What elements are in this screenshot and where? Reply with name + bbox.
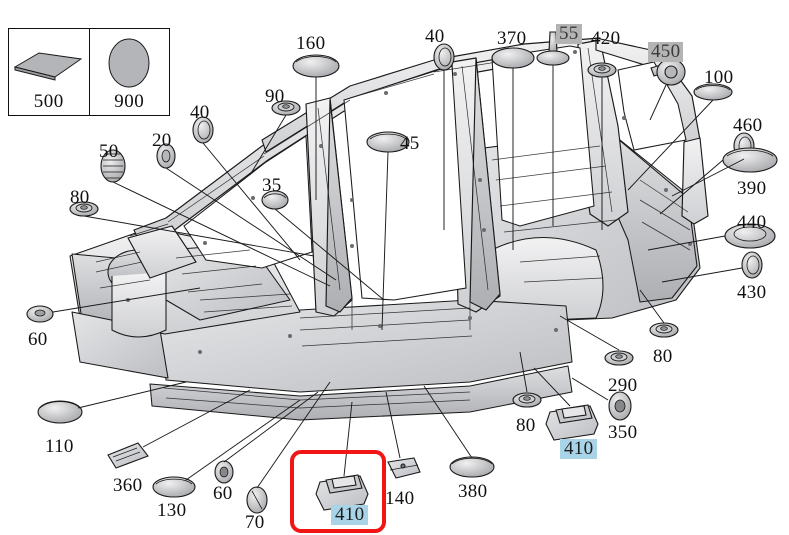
part-icon-80-mid (512, 392, 542, 408)
callout-20: 20 (152, 130, 172, 151)
part-icon-160 (292, 54, 340, 78)
part-icon-360 (107, 442, 149, 469)
callout-50: 50 (99, 141, 119, 162)
callout-60-left: 60 (28, 329, 48, 350)
callout-60-bottom: 60 (213, 483, 233, 504)
legend-cell-500: 500 (9, 29, 89, 115)
callout-40-left: 40 (190, 102, 210, 123)
legend-number-900: 900 (114, 91, 145, 112)
callout-410-left: 410 (331, 505, 369, 525)
highlight-frame-410 (290, 450, 386, 533)
callout-460: 460 (733, 115, 763, 136)
part-icon-80-right (649, 322, 679, 338)
callout-360: 360 (113, 475, 143, 496)
callout-440: 440 (737, 212, 767, 233)
part-icon-460 (733, 132, 755, 160)
part-icon-130 (152, 476, 196, 498)
legend-shape-flat-pad (13, 52, 83, 81)
callout-410-right: 410 (560, 439, 598, 459)
callout-45: 45 (400, 133, 420, 154)
callout-80-left: 80 (70, 187, 90, 208)
leader-lines (52, 65, 745, 489)
part-icon-390 (722, 147, 778, 173)
callout-80-mid: 80 (516, 415, 536, 436)
legend-number-500: 500 (33, 91, 64, 112)
callout-35: 35 (262, 175, 282, 196)
part-icon-380 (449, 456, 495, 478)
callout-55: 55 (556, 24, 582, 44)
callout-160: 160 (296, 33, 326, 54)
callout-370: 370 (497, 28, 527, 49)
callout-390: 390 (737, 178, 767, 199)
part-icon-420 (587, 62, 617, 78)
callout-130: 130 (157, 500, 187, 521)
callout-140: 140 (385, 488, 415, 509)
callout-290: 290 (608, 375, 638, 396)
callout-350: 350 (608, 422, 638, 443)
callout-80-right: 80 (653, 346, 673, 367)
part-icon-430 (741, 251, 763, 279)
callout-100: 100 (704, 67, 734, 88)
callout-110: 110 (45, 436, 74, 457)
callout-70: 70 (245, 512, 265, 533)
callout-380: 380 (458, 481, 488, 502)
part-icon-290 (604, 350, 634, 366)
part-icon-350 (608, 391, 632, 421)
part-icon-110 (37, 400, 83, 424)
callout-450: 450 (648, 42, 684, 62)
callout-420: 420 (591, 28, 621, 49)
legend-shape-oval-disc (108, 38, 149, 88)
part-icon-450 (650, 58, 686, 86)
callout-430: 430 (737, 282, 767, 303)
part-icon-410-right (545, 404, 599, 441)
part-icon-60-bottom (214, 460, 234, 484)
callout-40-top: 40 (425, 26, 445, 47)
parts-legend: 500 900 (8, 28, 170, 116)
part-icon-370 (491, 47, 535, 69)
legend-cell-900: 900 (88, 29, 170, 115)
part-icon-140 (387, 457, 421, 479)
callout-90: 90 (265, 86, 285, 107)
part-icon-40-top (433, 43, 455, 71)
part-icon-60-left (26, 305, 54, 323)
part-icon-70 (246, 486, 268, 514)
